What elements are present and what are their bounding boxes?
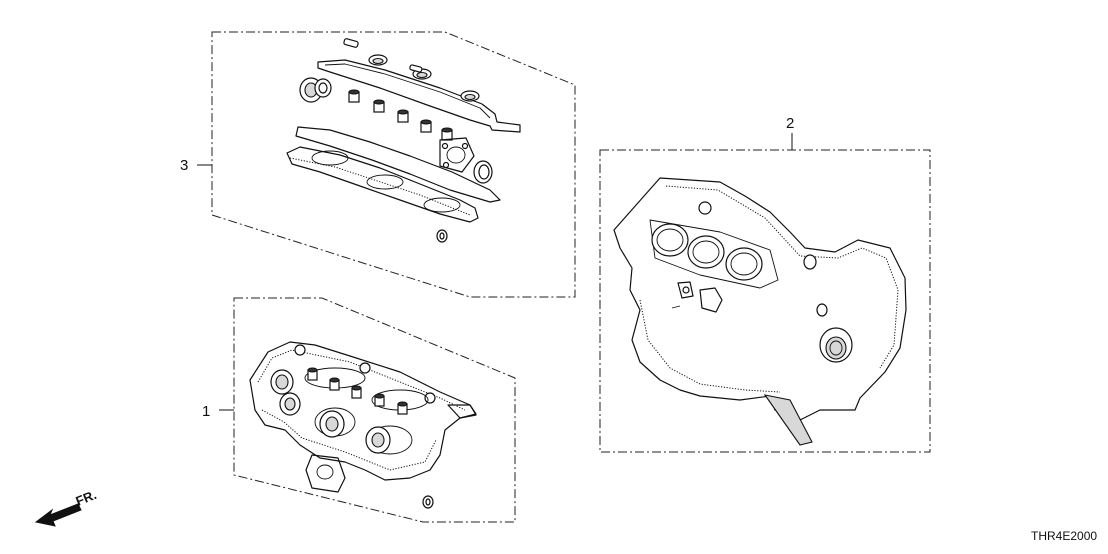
- diagram-code: THR4E2000: [1031, 529, 1097, 543]
- valve-stem-seal-icon: [348, 89, 453, 141]
- o-ring-icon: [436, 160, 493, 243]
- callout-2-label: 2: [786, 115, 794, 132]
- kit-1-group[interactable]: 1: [202, 297, 516, 523]
- kit-2-boundary: [599, 149, 931, 453]
- cylinder-head-gasket-icon: [249, 341, 477, 481]
- throttle-body-gasket-icon: [439, 137, 475, 173]
- front-arrow-icon: [34, 503, 82, 527]
- front-label: FR.: [74, 487, 99, 509]
- valve-stem-seal-set-icon: [307, 367, 408, 415]
- callout-3-label: 3: [180, 157, 188, 174]
- intake-manifold-gasket-icon: [286, 126, 501, 223]
- callout-1-label: 1: [202, 403, 210, 420]
- front-direction-indicator: FR.: [34, 487, 99, 527]
- exhaust-gasket-icon: [305, 404, 477, 509]
- kit-3-boundary: [211, 31, 576, 298]
- kit-1-boundary: [233, 297, 516, 523]
- kit-2-group[interactable]: 2: [599, 115, 931, 453]
- engine-block-gasket-icon: [613, 177, 907, 446]
- cam-oil-seal-icon: [270, 369, 391, 454]
- valve-cover-gasket-icon: [317, 38, 521, 133]
- kit-3-group[interactable]: 3: [180, 31, 576, 298]
- oil-seal-icon: [299, 77, 332, 103]
